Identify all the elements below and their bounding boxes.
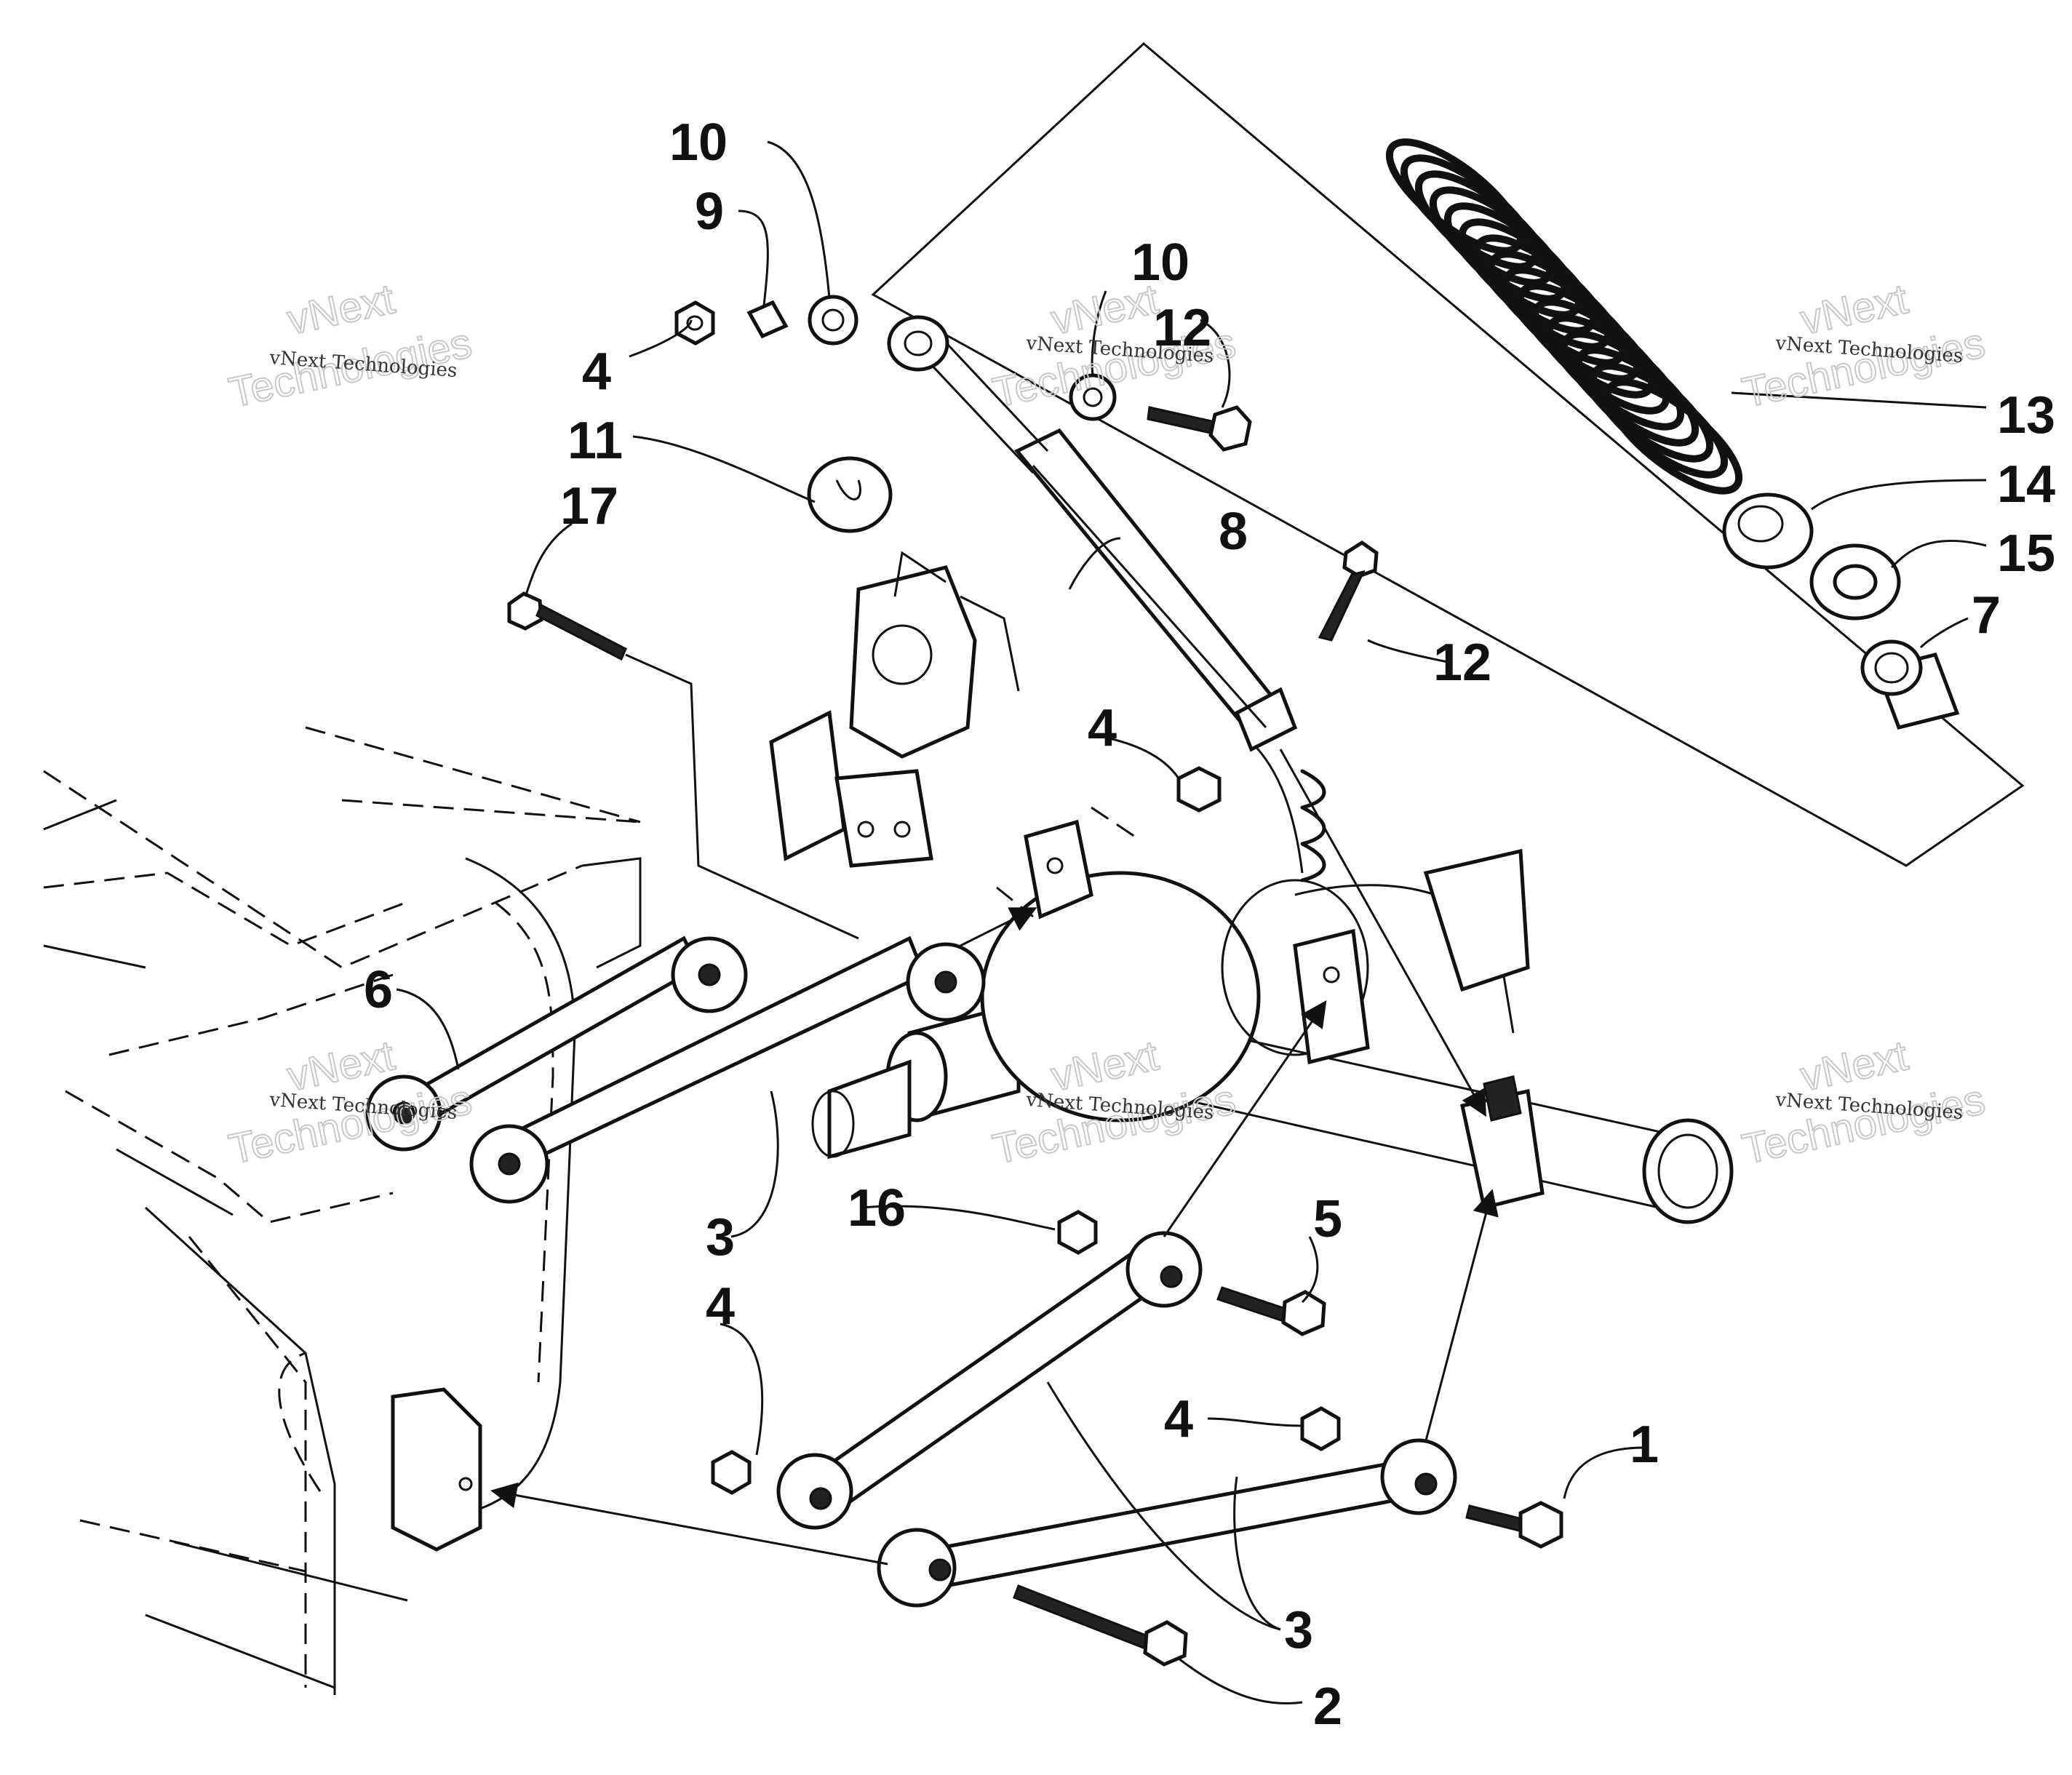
callout-6: 6 [364,961,393,1019]
fasteners [507,295,1960,1667]
svg-text:vNext: vNext [1796,1032,1912,1100]
leader-lines [396,140,1987,1704]
callout-17: 17 [560,477,618,535]
callout-10-left: 10 [669,113,728,172]
rear-axle-housing [769,551,1734,1224]
spring-coil [1603,378,1743,495]
callout-2: 2 [1313,1678,1342,1736]
callout-8: 8 [1219,503,1248,561]
callout-4-lower-left: 4 [706,1277,735,1336]
callout-3-upper: 3 [706,1208,735,1267]
callout-14: 14 [1997,455,2055,514]
callout-4-lower-right: 4 [1164,1390,1193,1448]
svg-text:Technologies: Technologies [225,1076,476,1173]
callout-12-lower: 12 [1433,634,1491,692]
upper-control-arms [365,936,986,1204]
svg-text:vNext: vNext [283,275,399,343]
callout-12-upper: 12 [1153,299,1211,357]
coil-spring [1385,138,1743,495]
callout-7: 7 [1972,586,2001,645]
vehicle-frame [43,726,642,1695]
shock-absorber [887,315,1298,752]
callout-5: 5 [1313,1190,1342,1248]
callout-4-upper: 4 [582,343,611,401]
svg-text:vNext: vNext [1796,275,1912,343]
callout-16: 16 [848,1179,906,1237]
part-callouts: 10 9 4 11 17 10 12 8 12 4 13 14 15 7 6 3… [364,113,2055,1736]
callout-13: 13 [1997,386,2055,444]
callout-4-middle: 4 [1088,699,1117,757]
callout-15: 15 [1997,524,2055,583]
callout-11: 11 [567,412,623,470]
callout-1: 1 [1630,1416,1659,1474]
callout-9: 9 [695,183,724,241]
callout-10-right: 10 [1131,234,1190,292]
callout-3-lower: 3 [1284,1601,1313,1659]
lower-control-arms [776,1231,1457,1608]
